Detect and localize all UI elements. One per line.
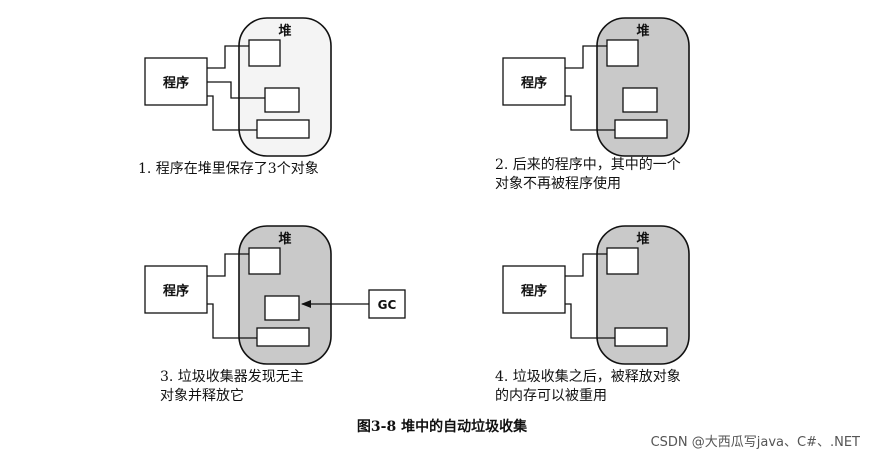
reference-line-3	[207, 303, 257, 339]
program-box	[502, 265, 566, 314]
heap-object-1	[248, 39, 281, 67]
program-box	[144, 265, 208, 314]
program-label: 程序	[521, 283, 547, 299]
reference-line-3	[565, 303, 615, 339]
heap-object-3	[614, 327, 668, 347]
program-box	[144, 57, 208, 106]
reference-line-1	[207, 253, 249, 277]
heap-object-1	[606, 39, 639, 67]
panel-4-caption: 4. 垃圾收集之后，被释放对象 的内存可以被重用	[495, 369, 681, 404]
gc-box	[368, 289, 406, 319]
panel-2-caption: 2. 后来的程序中，其中的一个 对象不再被程序使用	[495, 157, 681, 192]
reference-line-3	[207, 95, 257, 131]
reference-line-3	[565, 95, 615, 131]
figure-title: 图3-8 堆中的自动垃圾收集	[356, 419, 528, 435]
heap-label: 堆	[636, 231, 649, 247]
heap-object-3	[256, 327, 310, 347]
reference-line-2	[207, 81, 265, 99]
gc-label: GC	[378, 298, 397, 312]
panel-1-caption: 1. 程序在堆里保存了3个对象	[138, 161, 319, 177]
program-label: 程序	[521, 75, 547, 91]
heap-object-3	[614, 119, 668, 139]
heap-label: 堆	[636, 23, 649, 39]
panel-4: 堆程序	[502, 225, 690, 365]
heap-label: 堆	[278, 231, 291, 247]
reference-line-1	[565, 45, 607, 69]
reference-line-1	[207, 45, 249, 69]
program-label: 程序	[163, 75, 189, 91]
panel-2: 堆程序	[502, 17, 690, 157]
program-label: 程序	[163, 283, 189, 299]
heap-object-3	[256, 119, 310, 139]
heap-object-1	[248, 247, 281, 275]
heap-object-2	[622, 87, 658, 113]
heap-object-1	[606, 247, 639, 275]
panel-3: 堆程序 GC	[144, 225, 406, 365]
panel-3-caption: 3. 垃圾收集器发现无主 对象并释放它	[160, 369, 304, 404]
panel-1: 堆程序	[144, 17, 332, 157]
heap-object-2	[264, 295, 300, 321]
watermark: CSDN @大西瓜写java、C#、.NET	[650, 435, 860, 450]
heap-label: 堆	[278, 23, 291, 39]
reference-line-1	[565, 253, 607, 277]
heap-object-2	[264, 87, 300, 113]
program-box	[502, 57, 566, 106]
